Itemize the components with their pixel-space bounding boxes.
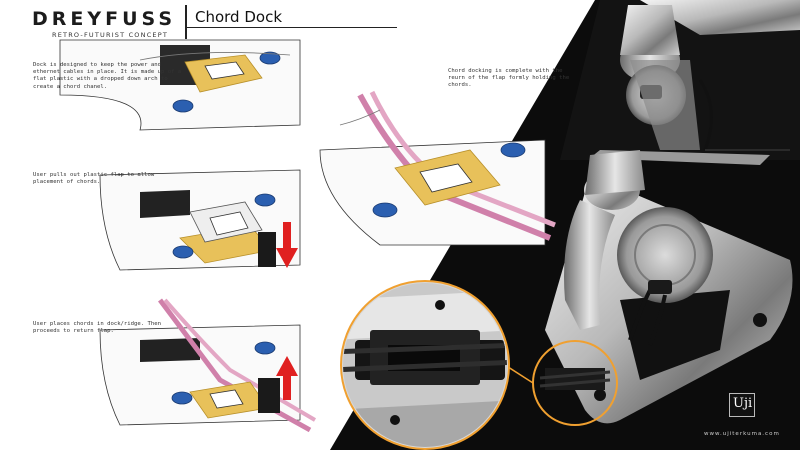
- arrow-up-icon: [276, 356, 298, 400]
- website-url: www.ujiterkuma.com: [704, 431, 780, 437]
- arrow-down-icon: [276, 222, 298, 268]
- brand-subtitle: RETRO-FUTURIST CONCEPT: [52, 31, 169, 39]
- sketch-step-2: [99, 169, 301, 271]
- uji-logo: Uji: [729, 393, 755, 417]
- brand-logo-text: DREYFUSS: [32, 8, 177, 30]
- zoom-detail-circle: [340, 280, 510, 450]
- sketch-step-3: [99, 298, 317, 433]
- sketch-step-1: [50, 35, 301, 135]
- title-divider-vertical: [185, 5, 187, 39]
- step-4-description: Chord docking is complete with the reurn…: [448, 68, 570, 89]
- uji-logo-text: Uji: [733, 396, 753, 411]
- sketch-step-4: [319, 90, 556, 246]
- main-product-render: [545, 150, 793, 424]
- step-3-description: User places chords in dock/ridge. Then p…: [33, 321, 161, 335]
- step-2-description: User pulls out plastic flap to allow pla…: [33, 172, 155, 186]
- top-product-render: [590, 0, 800, 165]
- step-1-description: Dock is designed to keep the power and e…: [33, 62, 182, 90]
- page-title: Chord Dock: [195, 8, 283, 26]
- title-divider-horizontal: [185, 27, 397, 28]
